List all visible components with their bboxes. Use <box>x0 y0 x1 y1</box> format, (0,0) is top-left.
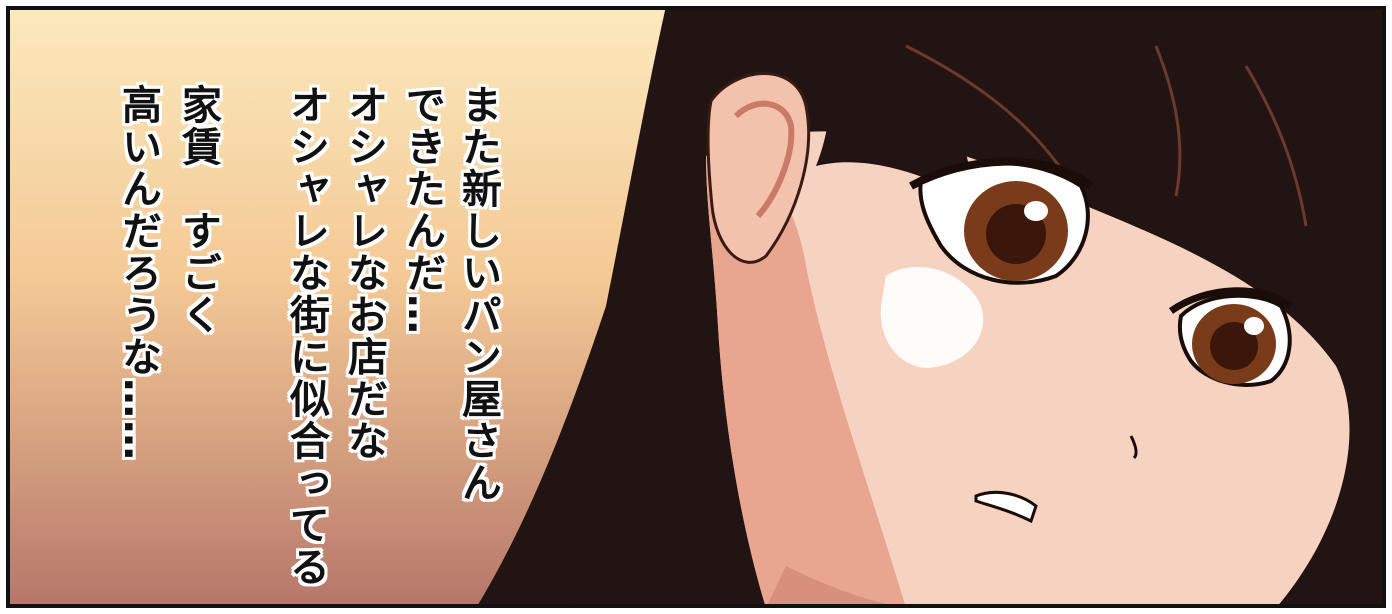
speech-line-6: 高いんだろうな…… <box>115 84 161 462</box>
speech-line-4: オシャレな街に似合ってる <box>283 84 329 588</box>
cheek-highlight <box>880 267 984 368</box>
nose <box>1129 435 1138 460</box>
left-eye <box>909 157 1094 285</box>
ear <box>706 72 811 264</box>
speech-line-5: 家賃 すごく <box>175 84 221 336</box>
girl-illustration <box>476 6 1386 608</box>
hair-bangs <box>806 6 1386 306</box>
speech-line-1: また新しいパン屋さん <box>455 84 501 504</box>
right-eye <box>1168 287 1294 387</box>
face-shadow <box>706 154 906 608</box>
mouth <box>974 490 1038 524</box>
manga-panel: また新しいパン屋さん できたんだ… オシャレなお店だな オシャレな街に似合ってる… <box>6 6 1386 608</box>
hair-front-strand <box>496 66 706 608</box>
speech-line-2: できたんだ… <box>399 84 445 336</box>
speech-line-3: オシャレなお店だな <box>341 84 387 462</box>
